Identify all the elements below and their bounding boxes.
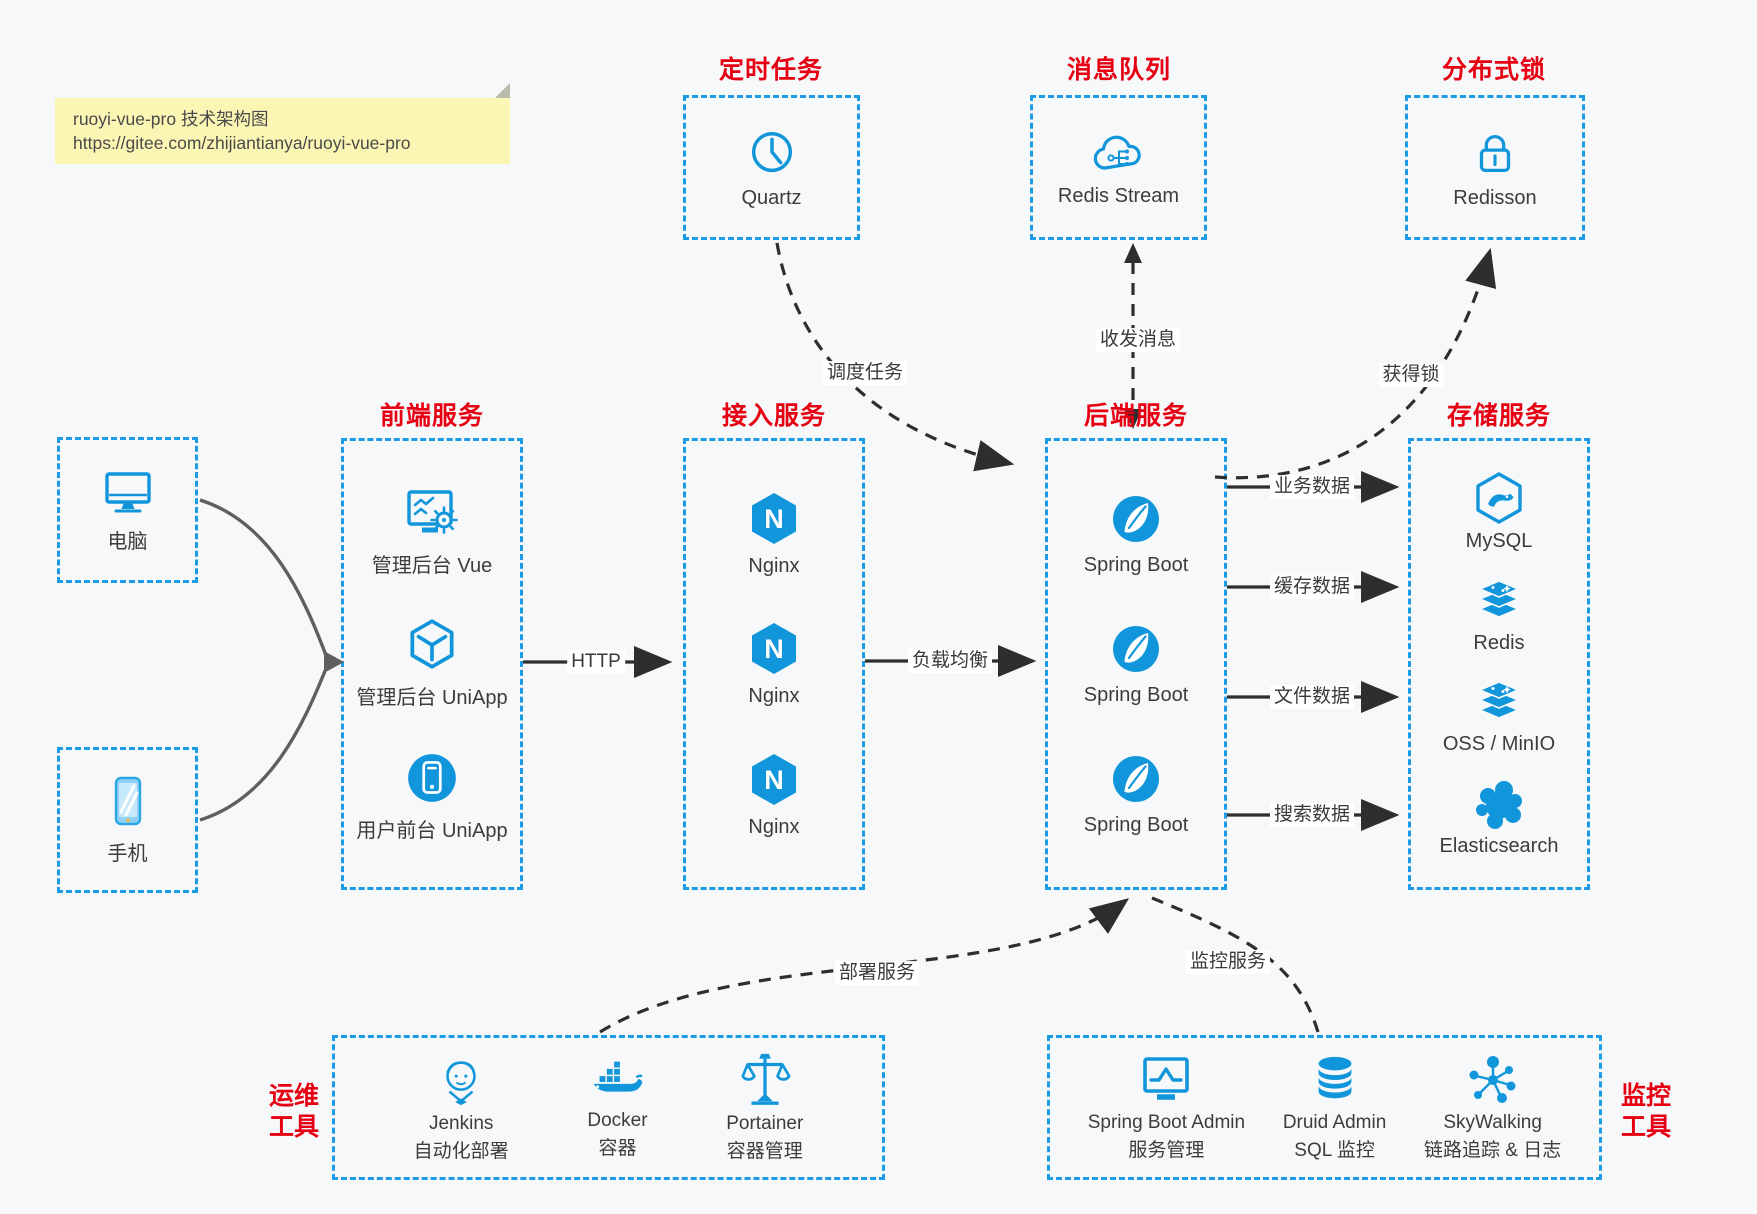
redis-stack-icon	[1471, 576, 1527, 628]
business-data-edge-label: 业务数据	[1269, 475, 1355, 499]
ops-item-name: Portainer	[726, 1112, 804, 1134]
nginx-icon: N	[746, 620, 802, 678]
monitoring-item-name: Spring Boot Admin	[1087, 1111, 1246, 1133]
ops-item-desc: 容器	[598, 1137, 637, 1159]
springboot-icon	[1108, 751, 1164, 807]
storage-item-label: MySQL	[1465, 529, 1533, 552]
column-title-storage: 存储服务	[1446, 402, 1552, 430]
oss-stack-icon	[1471, 677, 1527, 729]
quartz-box: Quartz	[683, 95, 860, 240]
group-title-scheduled-jobs: 定时任务	[718, 56, 824, 84]
monitoring-item-name: SkyWalking	[1443, 1111, 1542, 1133]
pc-label: 电脑	[107, 531, 148, 553]
backend-to-storage-arrows	[1227, 471, 1400, 831]
redis-stream-box: Redis Stream	[1030, 95, 1207, 240]
svg-text:N: N	[764, 765, 784, 795]
lock-icon	[1468, 126, 1522, 180]
svg-text:N: N	[764, 504, 784, 534]
group-title-distributed-lock: 分布式锁	[1441, 56, 1547, 84]
springboot-icon	[1108, 491, 1164, 547]
file-data-edge-label: 文件数据	[1269, 685, 1355, 709]
pc-box: 电脑	[57, 437, 198, 583]
ops-item-name: Docker	[587, 1109, 648, 1131]
clock-icon	[745, 126, 799, 180]
backend-box: Spring Boot Spring Boot Spring Boot	[1045, 438, 1227, 890]
quartz-label: Quartz	[741, 186, 802, 209]
monitoring-tools-side-label: 监控 工具	[1620, 1081, 1672, 1141]
backend-item-label: Spring Boot	[1083, 814, 1189, 836]
storage-item-label: Elasticsearch	[1439, 835, 1559, 858]
cache-data-edge-label: 缓存数据	[1269, 575, 1355, 599]
uniapp-cube-icon	[403, 616, 461, 674]
backend-item-label: Spring Boot	[1083, 684, 1189, 706]
storage-item-label: OSS / MinIO	[1442, 733, 1556, 756]
frontend-item-label: 管理后台 UniApp	[356, 687, 508, 709]
druid-icon	[1308, 1052, 1362, 1108]
note-fold-corner	[495, 83, 510, 98]
gateway-box: N Nginx N Nginx N Nginx	[683, 438, 865, 890]
phone-icon	[103, 774, 153, 830]
storage-item-label: Redis	[1473, 631, 1525, 654]
note-title: ruoyi-vue-pro 技术架构图	[73, 109, 269, 129]
ops-item-desc: 自动化部署	[413, 1140, 509, 1162]
frontend-item-label: 用户前台 UniApp	[356, 819, 508, 842]
sba-icon	[1137, 1052, 1195, 1108]
nginx-icon: N	[746, 490, 802, 548]
docker-icon	[588, 1054, 646, 1106]
schedule-edge-label: 调度任务	[822, 361, 908, 385]
user-uniapp-icon	[403, 749, 461, 807]
redisson-box: Redisson	[1405, 95, 1585, 240]
ops-item-name: Jenkins	[428, 1112, 494, 1134]
redisson-label: Redisson	[1453, 186, 1537, 209]
group-title-message-queue: 消息队列	[1066, 56, 1172, 84]
lock-edge-label: 获得锁	[1378, 363, 1444, 387]
cloud-stream-icon	[1090, 128, 1148, 178]
column-title-gateway: 接入服务	[721, 402, 827, 430]
skywalking-icon	[1465, 1052, 1521, 1108]
frontend-box: 管理后台 Vue 管理后台 UniApp 用户前台 UniApp	[341, 438, 523, 890]
search-data-edge-label: 搜索数据	[1269, 803, 1355, 827]
redis-stream-label: Redis Stream	[1057, 184, 1180, 207]
deploy-edge-label: 部署服务	[834, 961, 920, 985]
storage-box: MySQL Redis	[1408, 438, 1590, 890]
monitor-edge-label: 监控服务	[1185, 950, 1271, 974]
backend-item-label: Spring Boot	[1083, 554, 1189, 576]
monitoring-item-desc: 链路追踪 & 日志	[1424, 1139, 1562, 1161]
portainer-icon	[737, 1051, 793, 1109]
messages-edge-label: 收发消息	[1095, 328, 1181, 352]
ops-tools-side-label: 运维 工具	[268, 1081, 320, 1141]
note-url: https://gitee.com/zhijiantianya/ruoyi-vu…	[73, 133, 411, 153]
monitoring-item-desc: SQL 监控	[1294, 1139, 1375, 1161]
sticky-note: ruoyi-vue-pro 技术架构图 https://gitee.com/zh…	[55, 83, 510, 164]
column-title-frontend: 前端服务	[379, 402, 485, 430]
elasticsearch-icon	[1471, 779, 1527, 831]
load-balance-edge-label: 负载均衡	[907, 649, 993, 673]
jenkins-icon	[434, 1051, 488, 1109]
column-title-backend: 后端服务	[1083, 402, 1189, 430]
ops-tools-box: Jenkins 自动化部署	[332, 1035, 885, 1180]
frontend-item-label: 管理后台 Vue	[371, 554, 493, 577]
monitoring-item-name: Druid Admin	[1282, 1111, 1387, 1133]
gateway-item-label: Nginx	[748, 815, 800, 838]
gateway-item-label: Nginx	[748, 554, 800, 577]
admin-vue-icon	[402, 486, 462, 542]
phone-label: 手机	[107, 843, 148, 865]
ops-item-desc: 容器管理	[726, 1140, 803, 1162]
mysql-icon	[1471, 470, 1527, 526]
gateway-item-label: Nginx	[748, 685, 800, 707]
phone-box: 手机	[57, 747, 198, 893]
nginx-icon: N	[746, 751, 802, 809]
monitoring-item-desc: 服务管理	[1128, 1139, 1205, 1161]
springboot-icon	[1108, 621, 1164, 677]
device-to-frontend-arrows	[199, 498, 329, 822]
monitoring-tools-box: Spring Boot Admin 服务管理 Druid Admin SQL 监…	[1047, 1035, 1602, 1180]
monitor-icon	[100, 466, 156, 518]
svg-text:N: N	[764, 634, 784, 664]
http-edge-label: HTTP	[567, 650, 625, 674]
